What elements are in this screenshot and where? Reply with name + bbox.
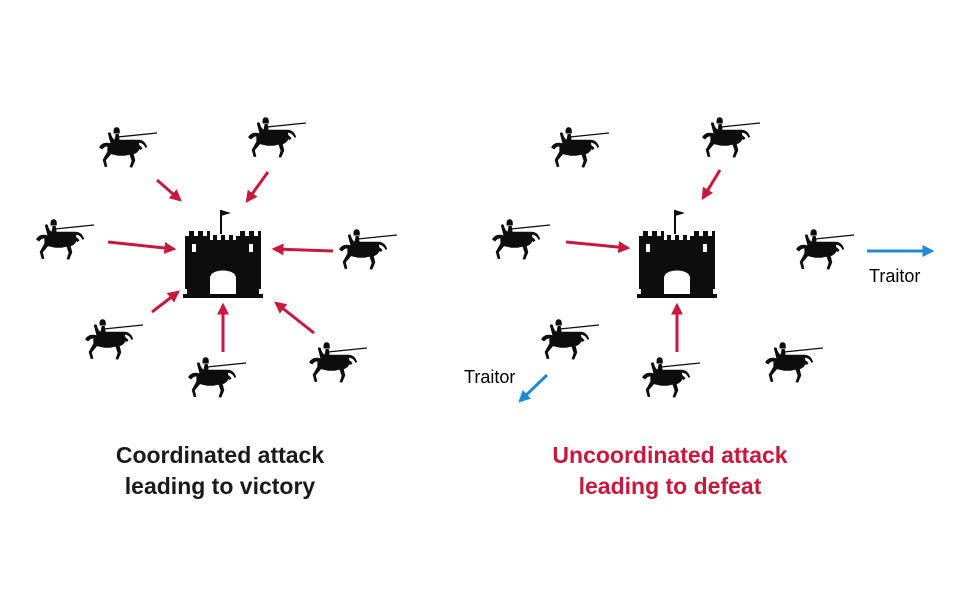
knight-icon — [187, 356, 247, 399]
traitor-arrow — [518, 373, 549, 403]
defeat-caption: Uncoordinated attack leading to defeat — [490, 440, 850, 502]
knight-icon — [701, 116, 761, 159]
attack-arrow — [107, 240, 177, 254]
traitor-label: Traitor — [464, 367, 516, 387]
knight-icon — [641, 356, 701, 399]
knight-icon — [98, 126, 158, 169]
knight-icon — [795, 228, 855, 271]
knight-icon — [491, 218, 551, 261]
castle-icon — [637, 209, 717, 298]
knight-icon — [247, 116, 307, 159]
knight-icon — [35, 218, 95, 261]
attack-arrow — [565, 240, 631, 254]
attack-arrow — [245, 171, 270, 203]
defeat-caption-line1: Uncoordinated attack — [552, 442, 788, 468]
right-panel — [491, 116, 935, 403]
victory-caption-line2: leading to victory — [124, 473, 316, 499]
castle-icon — [183, 209, 263, 298]
attack-arrow — [156, 178, 182, 202]
knight-icon — [764, 341, 824, 384]
attack-arrow — [701, 169, 722, 201]
victory-caption-line1: Coordinated attack — [115, 442, 325, 468]
left-panel — [35, 116, 398, 399]
attack-arrow — [271, 243, 334, 256]
traitor-label: Traitor — [869, 266, 921, 286]
victory-caption: Coordinated attack leading to victory — [40, 440, 400, 502]
defeat-caption-line2: leading to defeat — [578, 473, 762, 499]
knight-icon — [540, 318, 600, 361]
attack-arrow — [274, 301, 315, 335]
knight-icon — [308, 341, 368, 384]
attack-arrow — [151, 290, 180, 314]
knight-icon — [338, 228, 398, 271]
knight-icon — [550, 126, 610, 169]
knight-icon — [84, 318, 144, 361]
